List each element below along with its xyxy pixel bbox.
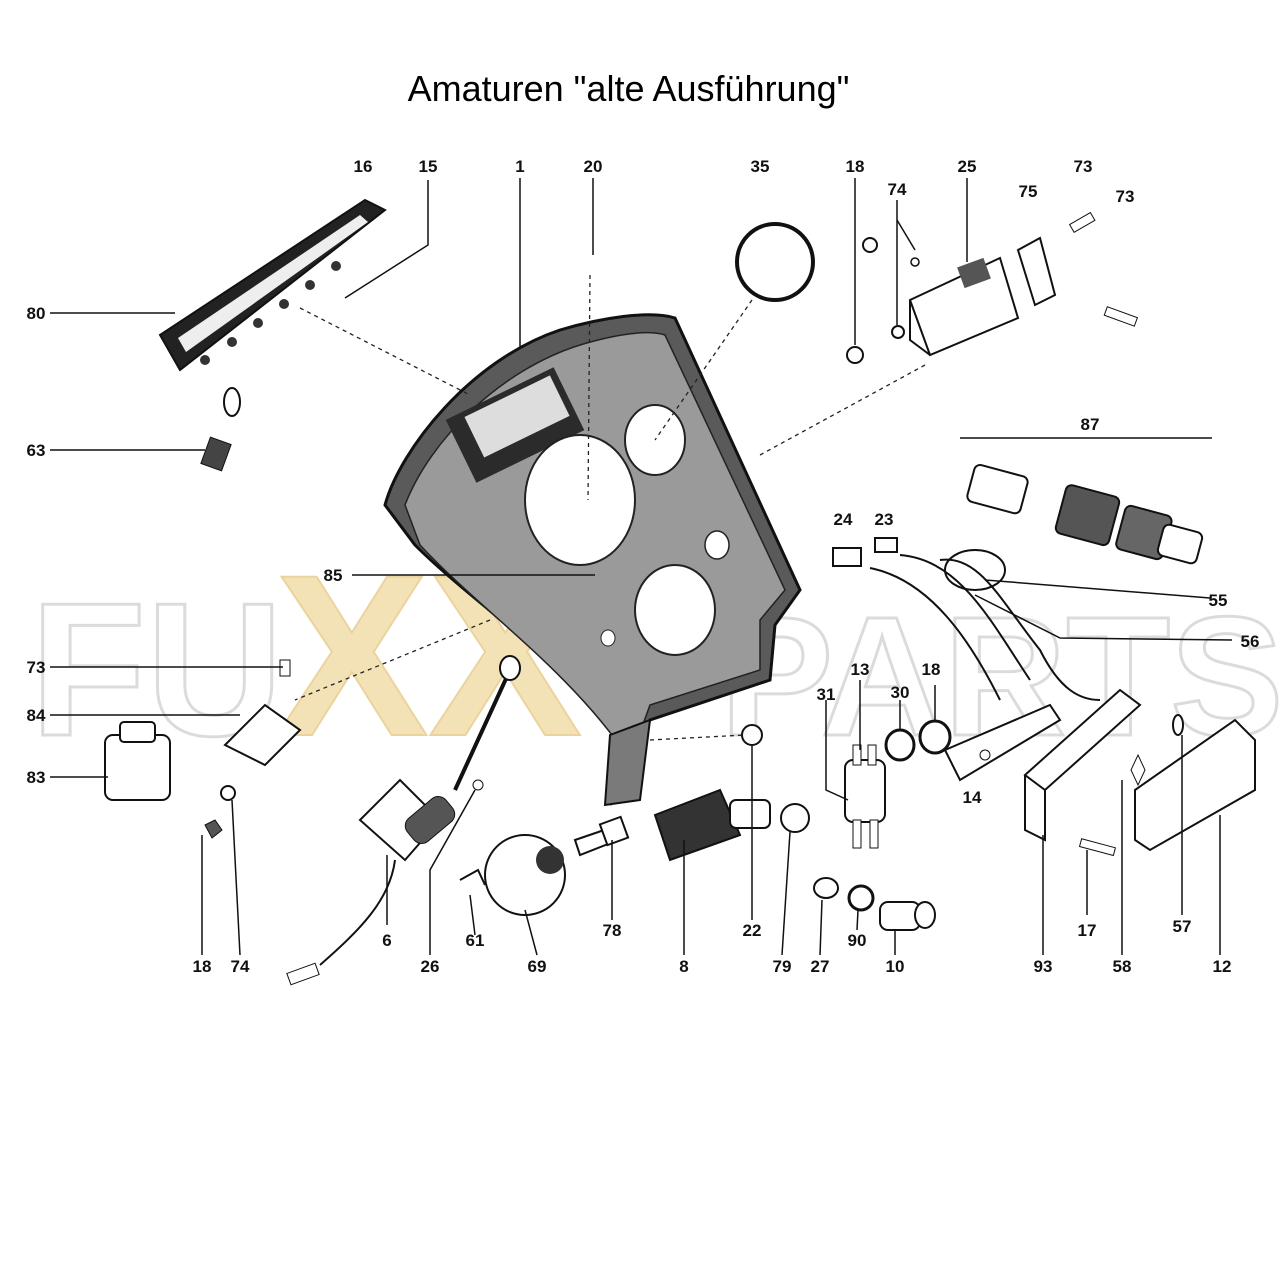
label-57: 57	[1173, 917, 1192, 936]
relay-box-25	[846, 211, 1139, 364]
label-58: 58	[1113, 957, 1132, 976]
label-24: 24	[834, 510, 853, 529]
label-93: 93	[1034, 957, 1053, 976]
relay-13	[813, 719, 952, 931]
label-69: 69	[528, 957, 547, 976]
label-87: 87	[1081, 415, 1100, 434]
label-27: 27	[811, 957, 830, 976]
label-20: 20	[584, 157, 603, 176]
ignition-switch-69	[459, 815, 630, 916]
label-31: 31	[817, 685, 836, 704]
label-1: 1	[515, 157, 524, 176]
label-83: 83	[27, 768, 46, 787]
label-79: 79	[773, 957, 792, 976]
label-13: 13	[851, 660, 870, 679]
gauge-cap-35	[735, 222, 815, 302]
label-74-top: 74	[888, 180, 907, 199]
switch-6	[286, 655, 521, 986]
part-labels: 16 15 1 20 35 18 74 25 75 73 73 80 63 87…	[27, 157, 1260, 976]
label-85: 85	[324, 566, 343, 585]
label-73-left: 73	[27, 658, 46, 677]
label-16: 16	[354, 157, 373, 176]
bulb-63	[200, 387, 241, 472]
label-30: 30	[891, 683, 910, 702]
label-73-top-a: 73	[1074, 157, 1093, 176]
label-18-bottom: 18	[193, 957, 212, 976]
label-75: 75	[1019, 182, 1038, 201]
label-18-top: 18	[846, 157, 865, 176]
label-23: 23	[875, 510, 894, 529]
label-55: 55	[1209, 591, 1228, 610]
label-18-mid: 18	[922, 660, 941, 679]
label-6: 6	[382, 931, 391, 950]
diagram-title: Amaturen "alte Ausführung"	[407, 68, 850, 109]
label-56: 56	[1241, 632, 1260, 651]
name-plate	[158, 198, 387, 372]
switch-assembly-87	[832, 437, 1212, 701]
label-84: 84	[27, 706, 46, 725]
label-25: 25	[958, 157, 977, 176]
label-10: 10	[886, 957, 905, 976]
label-74-bottom: 74	[231, 957, 250, 976]
label-8: 8	[679, 957, 688, 976]
label-80: 80	[27, 304, 46, 323]
label-15: 15	[419, 157, 438, 176]
label-78: 78	[603, 921, 622, 940]
label-14: 14	[963, 788, 982, 807]
label-90: 90	[848, 931, 867, 950]
buzzer-83	[104, 659, 302, 839]
label-63: 63	[27, 441, 46, 460]
label-17: 17	[1078, 921, 1097, 940]
label-61: 61	[466, 931, 485, 950]
assembly-lines	[294, 274, 926, 741]
terminal-block-93	[943, 688, 1256, 857]
label-12: 12	[1213, 957, 1232, 976]
label-26: 26	[421, 957, 440, 976]
label-35: 35	[751, 157, 770, 176]
label-22: 22	[743, 921, 762, 940]
leader-lines	[50, 178, 1233, 956]
switch-8	[653, 724, 810, 862]
label-73-top-b: 73	[1116, 187, 1135, 206]
dashboard-panel	[383, 313, 802, 807]
